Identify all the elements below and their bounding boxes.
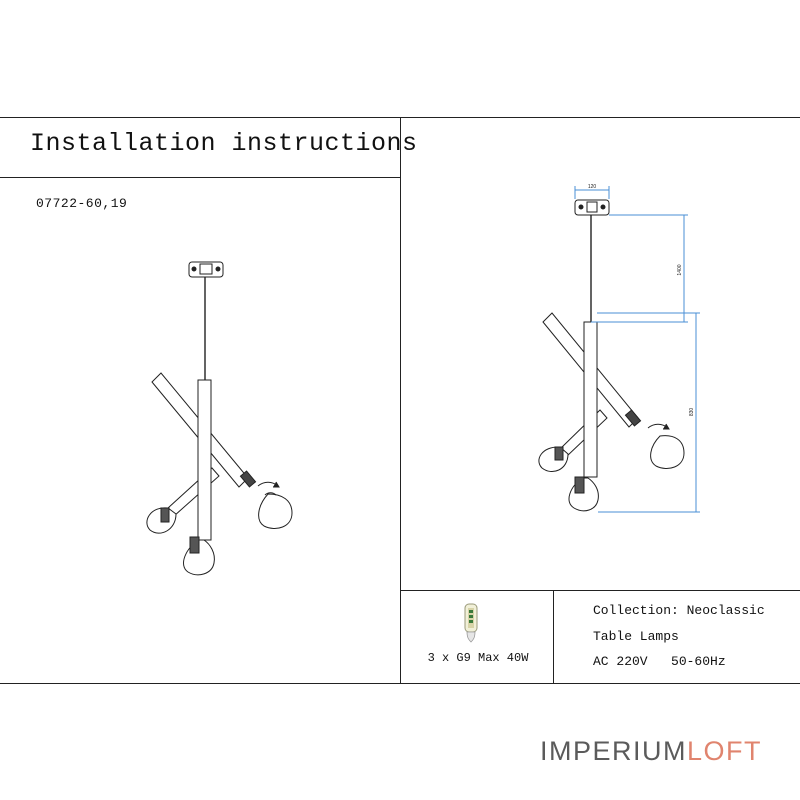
canopy-plate <box>188 261 224 278</box>
glass-bulb-left <box>538 446 569 472</box>
footer-divider <box>400 590 800 591</box>
socket-icon <box>189 536 200 554</box>
glass-bulb-right <box>650 435 685 469</box>
dimension-lines <box>574 186 700 513</box>
canopy-block <box>586 201 598 213</box>
socket-icon <box>239 470 257 488</box>
brand-logo-part2: LOFT <box>687 736 763 766</box>
glass-bulb-right <box>258 493 293 529</box>
model-number: 07722-60,19 <box>36 196 128 211</box>
canopy-screw-icon <box>191 266 197 272</box>
body-height-label: 830 <box>689 408 695 417</box>
product-category: Table Lamps <box>593 629 679 644</box>
center-divider <box>400 117 401 684</box>
socket-icon <box>624 409 642 427</box>
lamp-arm-vertical <box>197 379 212 541</box>
socket-icon <box>160 507 170 523</box>
canopy-screw-icon <box>578 204 584 210</box>
socket-icon <box>554 446 564 461</box>
voltage-spec: AC 220V 50-60Hz <box>593 654 726 669</box>
canopy-screw-icon <box>215 266 221 272</box>
collection-name: Collection: Neoclassic <box>593 603 765 618</box>
g9-bulb-icon <box>464 603 478 643</box>
canopy-block <box>199 263 213 275</box>
brand-logo-part1: IMPERIUM <box>540 736 687 766</box>
bulb-spec: 3 x G9 Max 40W <box>427 651 529 665</box>
canopy-width-label: 120 <box>588 184 597 190</box>
lamp-dimension-drawing: 120 1400 830 <box>538 184 700 513</box>
canopy-screw-icon <box>600 204 606 210</box>
frequency-value: 50-60Hz <box>671 654 726 669</box>
rotate-arrow-icon <box>264 492 277 496</box>
footer-split <box>553 590 554 684</box>
lamp-perspective-drawing <box>146 261 293 576</box>
arrow-head-icon <box>663 423 670 430</box>
title-divider <box>0 177 400 178</box>
arrow-head-icon <box>273 481 280 488</box>
brand-logo: IMPERIUMLOFT <box>540 736 762 767</box>
page-title: Installation instructions <box>30 129 418 158</box>
canopy-plate <box>574 199 610 216</box>
socket-icon <box>574 476 585 494</box>
voltage-value: AC 220V <box>593 654 648 669</box>
lamp-arm-vertical <box>583 321 598 478</box>
drop-length-label: 1400 <box>677 264 683 275</box>
